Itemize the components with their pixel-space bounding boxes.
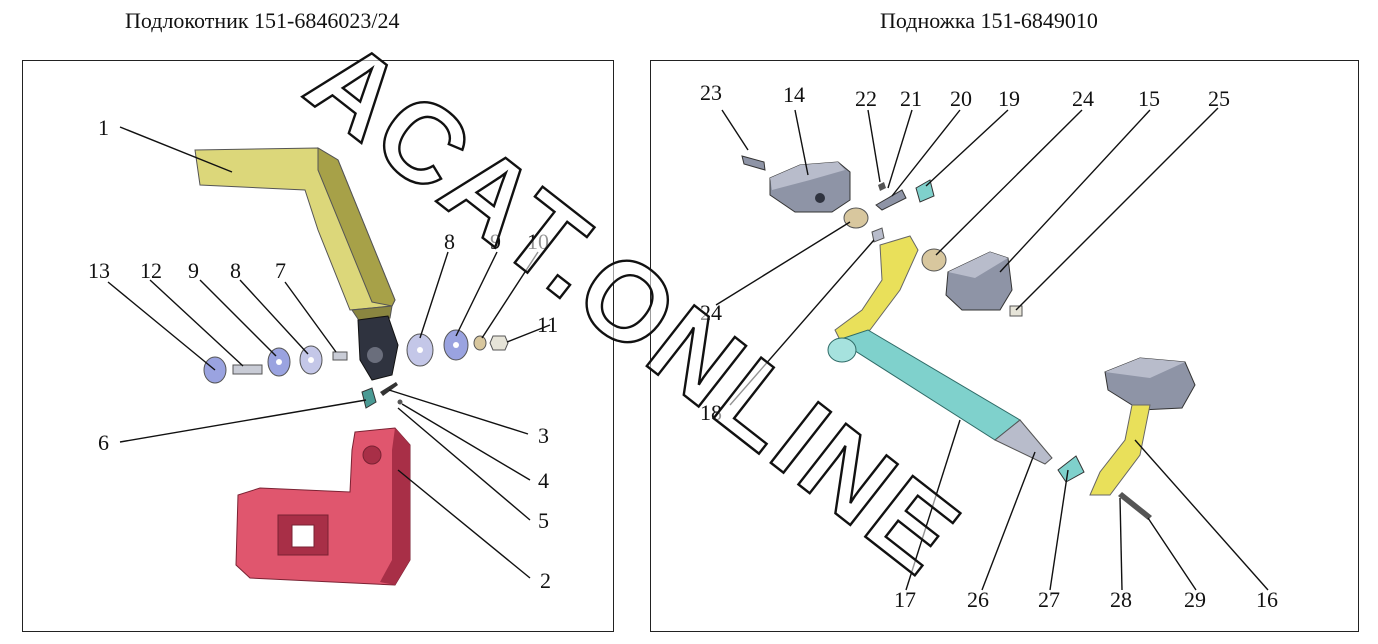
- footrest-title: Подножка 151-6849010: [880, 8, 1098, 33]
- part-number-11: 11: [537, 312, 558, 337]
- left-leader-lines: [107, 126, 551, 579]
- part-number-12: 12: [140, 258, 162, 283]
- armrest-panel: [22, 60, 614, 632]
- plate-part-20: [875, 189, 907, 211]
- part-number-4: 4: [538, 468, 549, 493]
- part-number-23: 23: [700, 80, 722, 105]
- bracket-part-14: [769, 161, 851, 213]
- part-number-10: 10: [527, 229, 549, 254]
- part-number-20: 20: [950, 86, 972, 111]
- part-number-24a: 24: [700, 300, 722, 325]
- right-leader-lines: [715, 107, 1269, 591]
- part-number-7: 7: [275, 258, 286, 283]
- part-number-22: 22: [855, 86, 877, 111]
- part-number-24b: 24: [1072, 86, 1094, 111]
- armrest-title: Подлокотник 151-6846023/24: [125, 8, 400, 33]
- cylinder-part-17: [827, 329, 1053, 465]
- bolt-part-23: [741, 155, 766, 171]
- part-number-17: 17: [894, 587, 916, 612]
- part-number-9b: 9: [490, 229, 501, 254]
- part-number-29: 29: [1184, 587, 1206, 612]
- part-number-8b: 8: [444, 229, 455, 254]
- part-number-18: 18: [700, 400, 722, 425]
- nut-part-25: [1009, 305, 1023, 317]
- washer-part-24a: [843, 207, 869, 229]
- right-part-numbers: 14 15 16 17 18 19 20 21 22 23 24 24 25 2…: [700, 80, 1278, 612]
- pivot-bracket: [357, 315, 399, 381]
- part-number-19: 19: [998, 86, 1020, 111]
- part-number-9a: 9: [188, 258, 199, 283]
- left-small-parts: [203, 329, 509, 409]
- part-number-28: 28: [1110, 587, 1132, 612]
- part-number-2: 2: [540, 568, 551, 593]
- base-part-2: [235, 427, 411, 586]
- knob-part-19: [915, 179, 935, 203]
- knob-part-27: [1057, 455, 1085, 483]
- washer-part-24b: [921, 248, 947, 272]
- lever-part-18-yellow: [834, 235, 919, 341]
- part-number-16: 16: [1256, 587, 1278, 612]
- part-number-1: 1: [98, 115, 109, 140]
- part-number-21: 21: [900, 86, 922, 111]
- bracket-part-15: [945, 251, 1013, 311]
- part-number-13: 13: [88, 258, 110, 283]
- part-number-3: 3: [538, 423, 549, 448]
- part-number-6: 6: [98, 430, 109, 455]
- pin-part-22: [878, 182, 886, 191]
- part-number-5: 5: [538, 508, 549, 533]
- part-number-26: 26: [967, 587, 989, 612]
- part-number-8a: 8: [230, 258, 241, 283]
- part-number-25: 25: [1208, 86, 1230, 111]
- bracket-part-16: [1089, 357, 1196, 496]
- part-number-14: 14: [783, 82, 805, 107]
- pin-part-29: [1118, 492, 1152, 520]
- pin-part-18: [871, 227, 885, 243]
- left-part-numbers: 1 2 3 4 5 6 7 8 8 9 9 10 11 12 13: [88, 115, 558, 593]
- footrest-panel: [650, 60, 1359, 632]
- part-number-15: 15: [1138, 86, 1160, 111]
- part-number-27: 27: [1038, 587, 1060, 612]
